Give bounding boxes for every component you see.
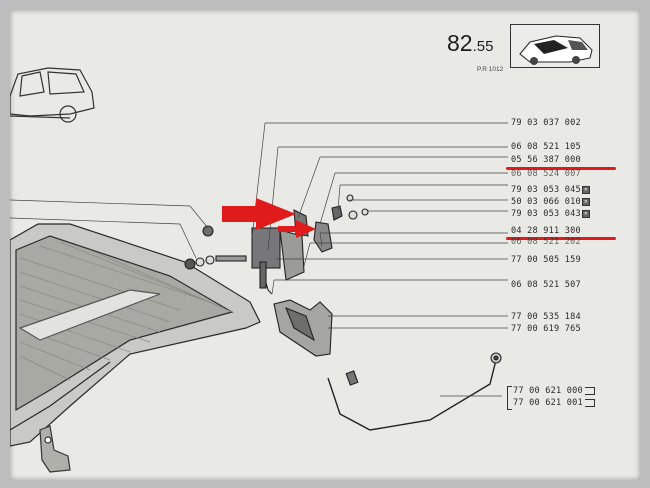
pair-bracket bbox=[507, 386, 512, 410]
part-number: 06 08 521 105 bbox=[511, 142, 581, 152]
checked-box-icon: ✕ bbox=[581, 197, 590, 206]
highlight-arrows bbox=[222, 198, 316, 238]
red-arrow-large bbox=[222, 198, 296, 230]
part-number: 77 00 535 184 bbox=[511, 312, 581, 322]
part-number: 77 00 619 765 bbox=[511, 324, 581, 334]
left-right-pair-icon bbox=[584, 386, 595, 395]
leader-lines bbox=[10, 122, 508, 397]
part-number: 79 03 053 043✕ bbox=[511, 209, 590, 219]
parts-catalog-page: 82.55 P.R 1012 79 03 037 002 06 08 521 1… bbox=[10, 10, 640, 480]
part-number: 77 00 621 001 bbox=[513, 398, 595, 408]
part-number: 06 08 524 007 bbox=[511, 169, 581, 179]
hinge-bracket bbox=[39, 425, 71, 473]
page-number: 82.55 bbox=[447, 30, 494, 56]
part-number: 50 03 066 010✕ bbox=[511, 197, 590, 207]
checked-box-icon: ✕ bbox=[581, 185, 590, 194]
hood-panel bbox=[10, 223, 261, 447]
left-right-pair-icon bbox=[584, 398, 595, 407]
part-number: 06 08 521 507 bbox=[511, 280, 581, 290]
part-number: 77 00 505 159 bbox=[511, 255, 581, 265]
red-underline-2 bbox=[506, 237, 616, 240]
page-reference: P.R 1012 bbox=[477, 66, 504, 73]
part-number: 04 28 911 300 bbox=[511, 226, 581, 236]
part-number: 05 56 387 000 bbox=[511, 155, 581, 165]
red-arrow-small bbox=[278, 220, 316, 238]
part-number: 79 03 053 045✕ bbox=[511, 185, 590, 195]
part-number: 77 00 621 000 bbox=[513, 386, 595, 396]
car-thumbnail-icon bbox=[510, 24, 600, 68]
checked-box-icon: ✕ bbox=[581, 209, 590, 218]
red-underline-1 bbox=[506, 167, 616, 170]
exploded-parts-diagram bbox=[10, 67, 508, 473]
part-number: 06 08 521 202 bbox=[511, 237, 581, 247]
part-number: 79 03 037 002 bbox=[511, 118, 581, 128]
car-side-illustration bbox=[10, 67, 95, 123]
